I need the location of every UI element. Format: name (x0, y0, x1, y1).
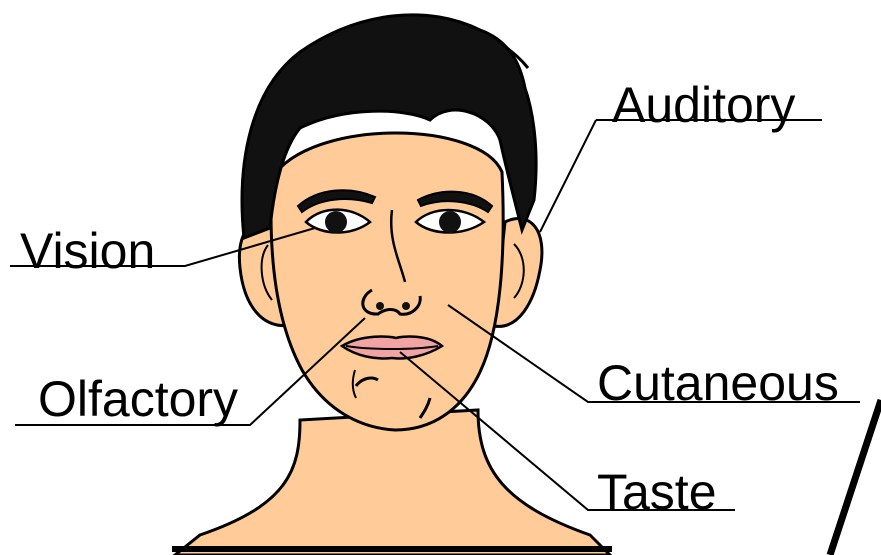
right-pupil (439, 211, 461, 233)
left-pupil (325, 211, 347, 233)
label-auditory: Auditory (612, 80, 795, 130)
face (271, 133, 503, 430)
edge-stroke (830, 400, 881, 555)
leader-auditory (540, 120, 822, 232)
label-vision: Vision (20, 226, 155, 276)
right-nostril (402, 302, 410, 310)
label-olfactory: Olfactory (38, 374, 238, 424)
label-taste: Taste (597, 467, 717, 517)
label-cutaneous: Cutaneous (597, 358, 839, 408)
left-nostril (376, 302, 384, 310)
shoulders (175, 410, 610, 555)
